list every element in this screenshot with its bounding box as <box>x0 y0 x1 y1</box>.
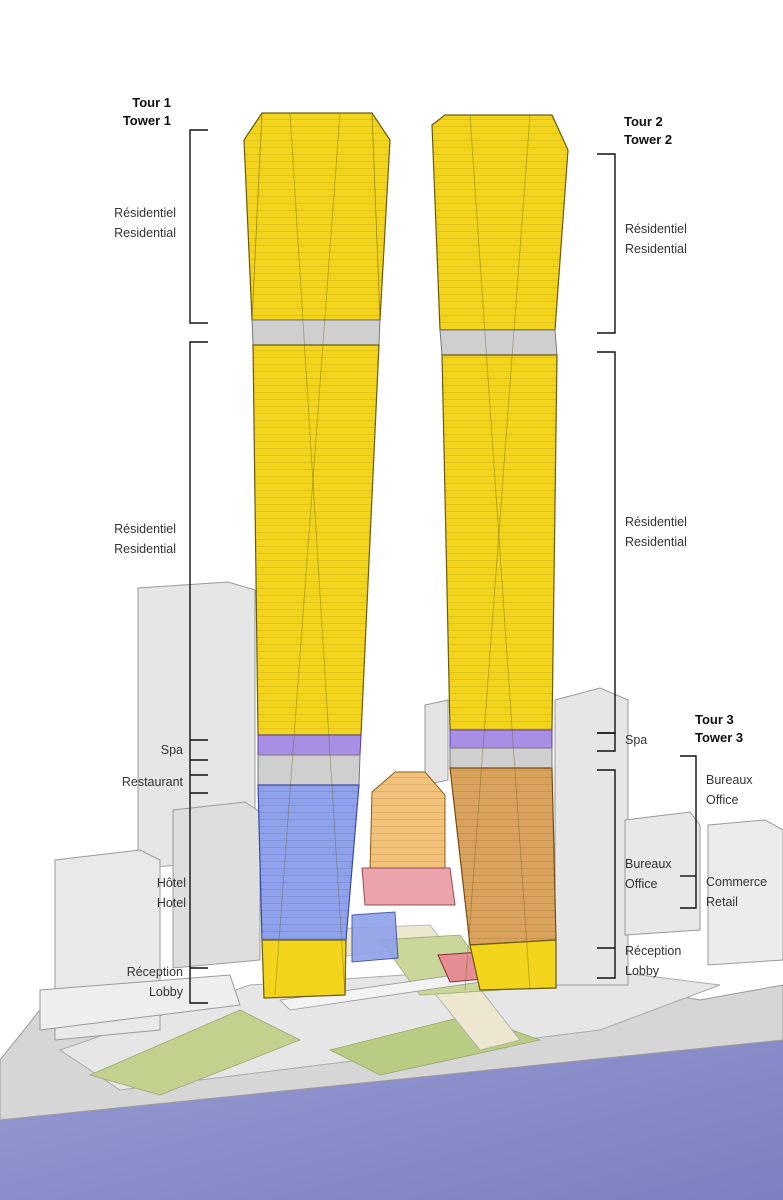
bracket-t2-res-upper <box>597 153 616 334</box>
tower1-title-fr: Tour 1 <box>132 95 171 110</box>
bracket-t1-res-upper <box>189 129 208 324</box>
tower2-title-en: Tower 2 <box>624 132 673 147</box>
label-t2-res-lower: Résidentiel Residential <box>625 512 687 552</box>
tower2-floors-upper <box>432 115 568 330</box>
bracket-t1-spa <box>190 739 208 761</box>
label-t1-hotel-en: Hotel <box>156 896 186 910</box>
bracket-t3-office <box>680 755 697 909</box>
tower3-office-floors <box>370 772 445 870</box>
bracket-t1-res-lower <box>189 341 208 1004</box>
tower2-title-fr: Tour 2 <box>624 114 663 129</box>
bracket-t2-res-lower <box>597 351 616 734</box>
context-building-right-edge <box>707 819 783 966</box>
label-t1-res-lower-en: Residential <box>114 542 176 556</box>
tower3-title-en: Tower 3 <box>695 730 744 745</box>
label-t2-office-fr: Bureaux <box>625 857 672 871</box>
tower2-spa-band <box>449 729 553 749</box>
tower2-lobby <box>469 939 557 991</box>
tower3-retail-podium <box>361 867 456 906</box>
podium-blue-glass <box>351 911 399 963</box>
bracket-t2-spa <box>597 732 616 752</box>
label-t3-office-fr: Bureaux <box>706 773 753 787</box>
label-t1-res-upper-fr: Résidentiel <box>114 206 176 220</box>
tower1-mech-band <box>251 319 381 346</box>
park-left <box>88 1009 301 1096</box>
label-t2-lobby: Réception Lobby <box>625 941 681 981</box>
label-t2-res-upper-en: Residential <box>625 242 687 256</box>
context-building-right-far <box>624 811 701 936</box>
tower1-floors-lower <box>253 345 379 735</box>
label-t1-res-lower-fr: Résidentiel <box>114 522 176 536</box>
tower2-amenity-band <box>449 747 553 769</box>
tower1-floors-hotel <box>258 785 359 940</box>
tower1-lobby <box>261 939 347 999</box>
label-t1-hotel-fr: Hôtel <box>156 876 186 890</box>
label-t2-res-upper: Résidentiel Residential <box>625 219 687 259</box>
label-t3-retail: Commerce Retail <box>706 872 767 912</box>
label-t2-res-lower-en: Residential <box>625 535 687 549</box>
label-t3-retail-en: Retail <box>706 895 738 909</box>
tower2-floors-lower <box>442 355 557 730</box>
bracket-t2-office <box>597 769 616 979</box>
label-t2-office-en: Office <box>625 877 658 891</box>
tower2-floors-office <box>450 768 556 945</box>
tower1-floors-upper <box>244 113 390 320</box>
label-t2-spa-text: Spa <box>625 733 648 747</box>
label-t2-spa: Spa <box>625 730 647 750</box>
tower1-restaurant-band <box>257 754 361 786</box>
label-t1-restaurant: Restaurant <box>80 772 183 792</box>
tower1-title: Tour 1 Tower 1 <box>105 94 171 130</box>
label-t2-lobby-en: Lobby <box>625 964 660 978</box>
bracket-t1-restaurant <box>190 774 208 794</box>
label-t1-res-upper: Résidentiel Residential <box>80 203 176 243</box>
label-t2-office: Bureaux Office <box>625 854 672 894</box>
tower3-brackets <box>680 755 697 909</box>
tower2-brackets <box>597 153 616 979</box>
tower3-title-fr: Tour 3 <box>695 712 734 727</box>
label-t1-res-lower: Résidentiel Residential <box>80 519 176 559</box>
tower1-brackets <box>189 129 208 1004</box>
tower3-title: Tour 3 Tower 3 <box>695 711 743 747</box>
label-t2-res-lower-fr: Résidentiel <box>625 515 687 529</box>
label-t1-spa: Spa <box>80 740 183 760</box>
context-building-left-tall <box>137 581 256 869</box>
label-t2-lobby-fr: Réception <box>625 944 682 958</box>
tower1-spa-band <box>257 734 362 756</box>
label-t1-restaurant-text: Restaurant <box>121 775 183 789</box>
label-t1-lobby-fr: Réception <box>126 965 183 979</box>
tower1-title-en: Tower 1 <box>122 113 171 128</box>
tower2-mech-band <box>439 329 558 356</box>
context-building-mid-back <box>424 699 449 786</box>
label-t2-res-upper-fr: Résidentiel <box>625 222 687 236</box>
context-building-right-tall <box>554 687 629 986</box>
label-t1-res-upper-en: Residential <box>114 226 176 240</box>
context-building-left-mid <box>172 801 261 969</box>
label-t3-office-en: Office <box>706 793 739 807</box>
label-t3-office: Bureaux Office <box>706 770 753 810</box>
label-t1-spa-text: Spa <box>160 743 183 757</box>
label-t3-retail-fr: Commerce <box>706 875 768 889</box>
label-t1-hotel: Hôtel Hotel <box>80 873 186 913</box>
tower2-title: Tour 2 Tower 2 <box>624 113 672 149</box>
label-t1-lobby: Réception Lobby <box>80 962 183 1002</box>
label-t1-lobby-en: Lobby <box>148 985 183 999</box>
